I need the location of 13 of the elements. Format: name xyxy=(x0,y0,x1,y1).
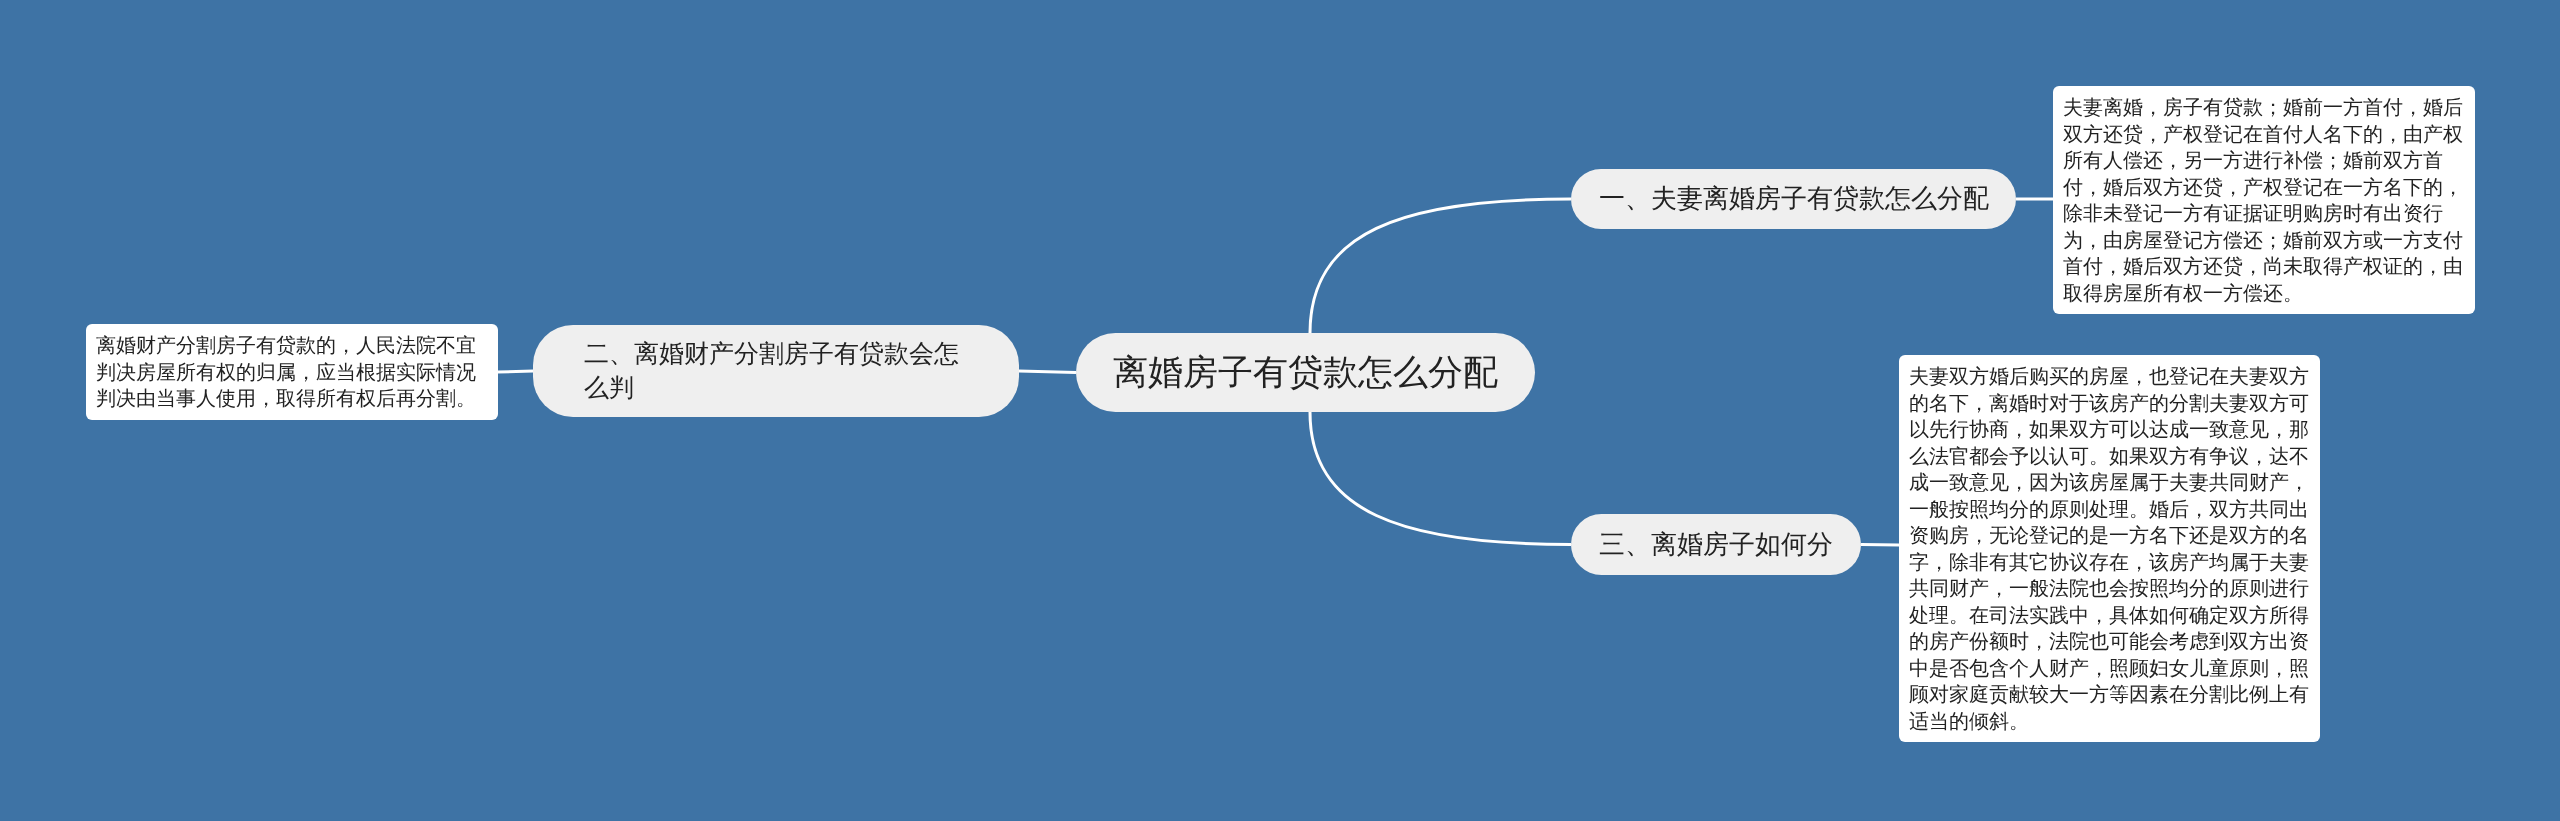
note-card: 离婚财产分割房子有贷款的，人民法院不宜判决房屋所有权的归属，应当根据实际情况判决由当事人使用，取得所有权后再分割。 xyxy=(86,324,498,420)
connector-line xyxy=(2016,197,2053,201)
topic-pill: 二、离婚财产分割房子有贷款会怎么判 xyxy=(533,325,1019,417)
note-card: 夫妻离婚，房子有贷款；婚前一方首付，婚后双方还贷，产权登记在首付人名下的，由产权所有人偿还，另一方进行补偿；婚前双方首付，婚后双方还贷，产权登记在一方名下的，除非未登记一方有证据证明购房时有出资行为，由房屋登记方偿还；婚前双方或一方支付首付，婚后双方还贷，尚未取得产权证的，由取得房屋所有权一方偿还。 xyxy=(2053,86,2475,314)
connector-line xyxy=(497,369,534,374)
connector-line xyxy=(1018,369,1077,374)
connector-line xyxy=(1860,543,1900,547)
connector-line xyxy=(1308,411,1572,546)
connector-line xyxy=(1308,197,1572,334)
topic-pill: 一、夫妻离婚房子有贷款怎么分配 xyxy=(1571,169,2016,229)
topic-pill: 三、离婚房子如何分 xyxy=(1571,514,1861,575)
topic-pill: 离婚房子有贷款怎么分配 xyxy=(1076,333,1535,412)
note-card: 夫妻双方婚后购买的房屋，也登记在夫妻双方的名下，离婚时对于该房产的分割夫妻双方可以先行协商，如果双方可以达成一致意见，那么法官都会予以认可。如果双方有争议，达不成一致意见，因为该房屋属于夫妻共同财产，一般按照均分的原则处理。婚后，双方共同出资购房，无论登记的是一方名下还是双方的名字，除非有其它协议存在，该房产均属于夫妻共同财产，一般法院也会按照均分的原则进行处理。在司法实践中，具体如何确定双方所得的房产份额时，法院也可能会考虑到双方出资中是否包含个人财产，照顾妇女儿童原则，照顾对家庭贡献较大一方等因素在分割比例上有适当的倾斜。 xyxy=(1899,355,2320,742)
